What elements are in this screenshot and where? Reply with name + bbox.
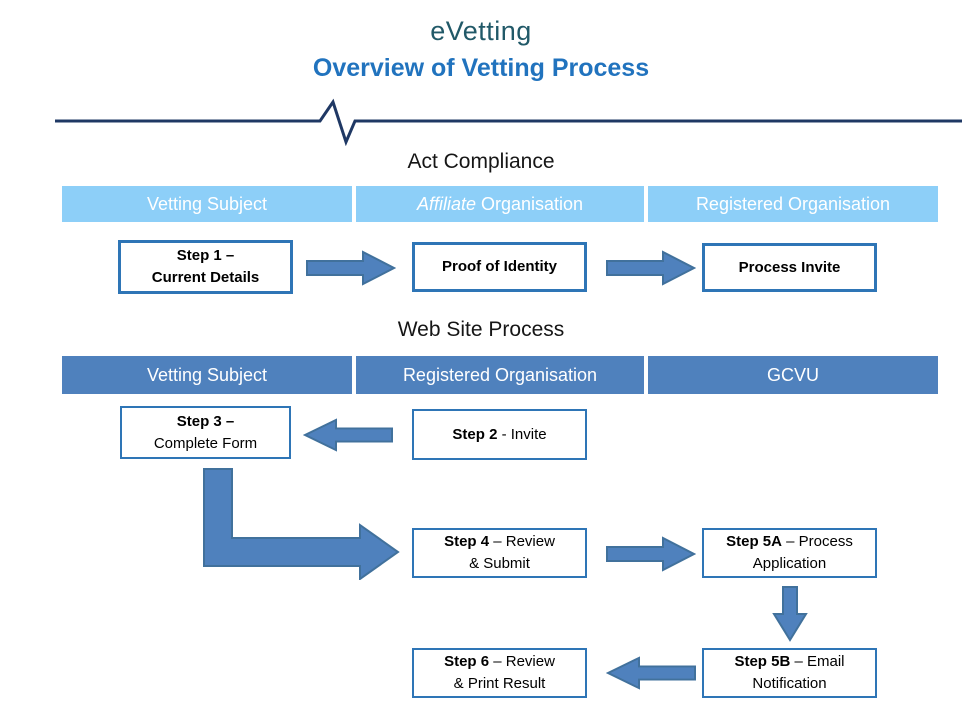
step6-line1: Step 6 – Review [444,651,555,673]
process-invite-box: Process Invite [702,243,877,292]
column-registered-organisation: Registered Organisation [648,186,938,222]
act-compliance-header-bar: Vetting Subject Affiliate Organisation R… [62,186,938,222]
step2-line1: Step 2 - Invite [452,424,546,446]
step4-bold: Step 4 [444,533,490,551]
step5a-bold: Step 5A [726,533,782,551]
step5a-rest: – Process [781,533,853,551]
column-affiliate-organisation: Affiliate Organisation [356,186,644,222]
proof-of-identity-box: Proof of Identity [412,242,587,292]
step2-bold: Step 2 [452,425,498,443]
arrow-step5b-to-step6 [606,656,696,690]
step6-bold: Step 6 [444,653,490,671]
step1-line1: Step 1 – [176,247,235,265]
arrow-step4-to-step5a [606,536,696,572]
step4-line1: Step 4 – Review [444,531,555,553]
step5b-line2: Notification [752,675,827,692]
step5b-line1: Step 5B – Email [734,651,844,673]
step5b-email-notification-box: Step 5B – Email Notification [702,648,877,698]
step3-line1: Step 3 – [176,412,235,430]
step5a-line1: Step 5A – Process [726,531,853,553]
column-vetting-subject-2: Vetting Subject [62,356,352,394]
step1-current-details-box: Step 1 – Current Details [118,240,293,294]
web-site-process-header-bar: Vetting Subject Registered Organisation … [62,356,938,394]
step6-line2: & Print Result [453,675,546,692]
pulse-divider-line [55,98,962,146]
act-compliance-heading: Act Compliance [407,150,555,173]
page-subtitle: Overview of Vetting Process [312,54,650,82]
step4-rest: – Review [489,533,555,551]
step3-complete-form-box: Step 3 – Complete Form [120,406,291,459]
arrow-proof-to-process-invite [606,250,696,286]
column-gcvu: GCVU [648,356,938,394]
page-title: eVetting [430,16,532,46]
step4-line2: & Submit [469,555,530,572]
process-invite-label: Process Invite [738,258,841,276]
arrow-step1-to-proof [306,250,396,286]
column-vetting-subject: Vetting Subject [62,186,352,222]
arrow-step2-to-step3 [303,418,393,452]
step1-line2: Current Details [151,269,260,286]
affiliate-organisation-label: Organisation [475,193,584,214]
arrow-step5a-to-step5b [772,586,808,642]
step5a-line2: Application [752,555,827,572]
arrow-step3-to-step4-elbow [203,468,400,580]
column-registered-organisation-2: Registered Organisation [356,356,644,394]
proof-of-identity-label: Proof of Identity [442,258,557,276]
step3-line2: Complete Form [153,434,258,452]
step6-review-print-result-box: Step 6 – Review & Print Result [412,648,587,698]
step5a-process-application-box: Step 5A – Process Application [702,528,877,578]
step2-invite-box: Step 2 - Invite [412,409,587,460]
step2-rest: - Invite [497,425,547,443]
step6-rest: – Review [489,653,555,671]
affiliate-italic-label: Affiliate [416,193,476,214]
web-site-process-heading: Web Site Process [397,318,565,341]
step5b-rest: – Email [790,653,845,671]
step4-review-submit-box: Step 4 – Review & Submit [412,528,587,578]
step5b-bold: Step 5B [734,653,791,671]
